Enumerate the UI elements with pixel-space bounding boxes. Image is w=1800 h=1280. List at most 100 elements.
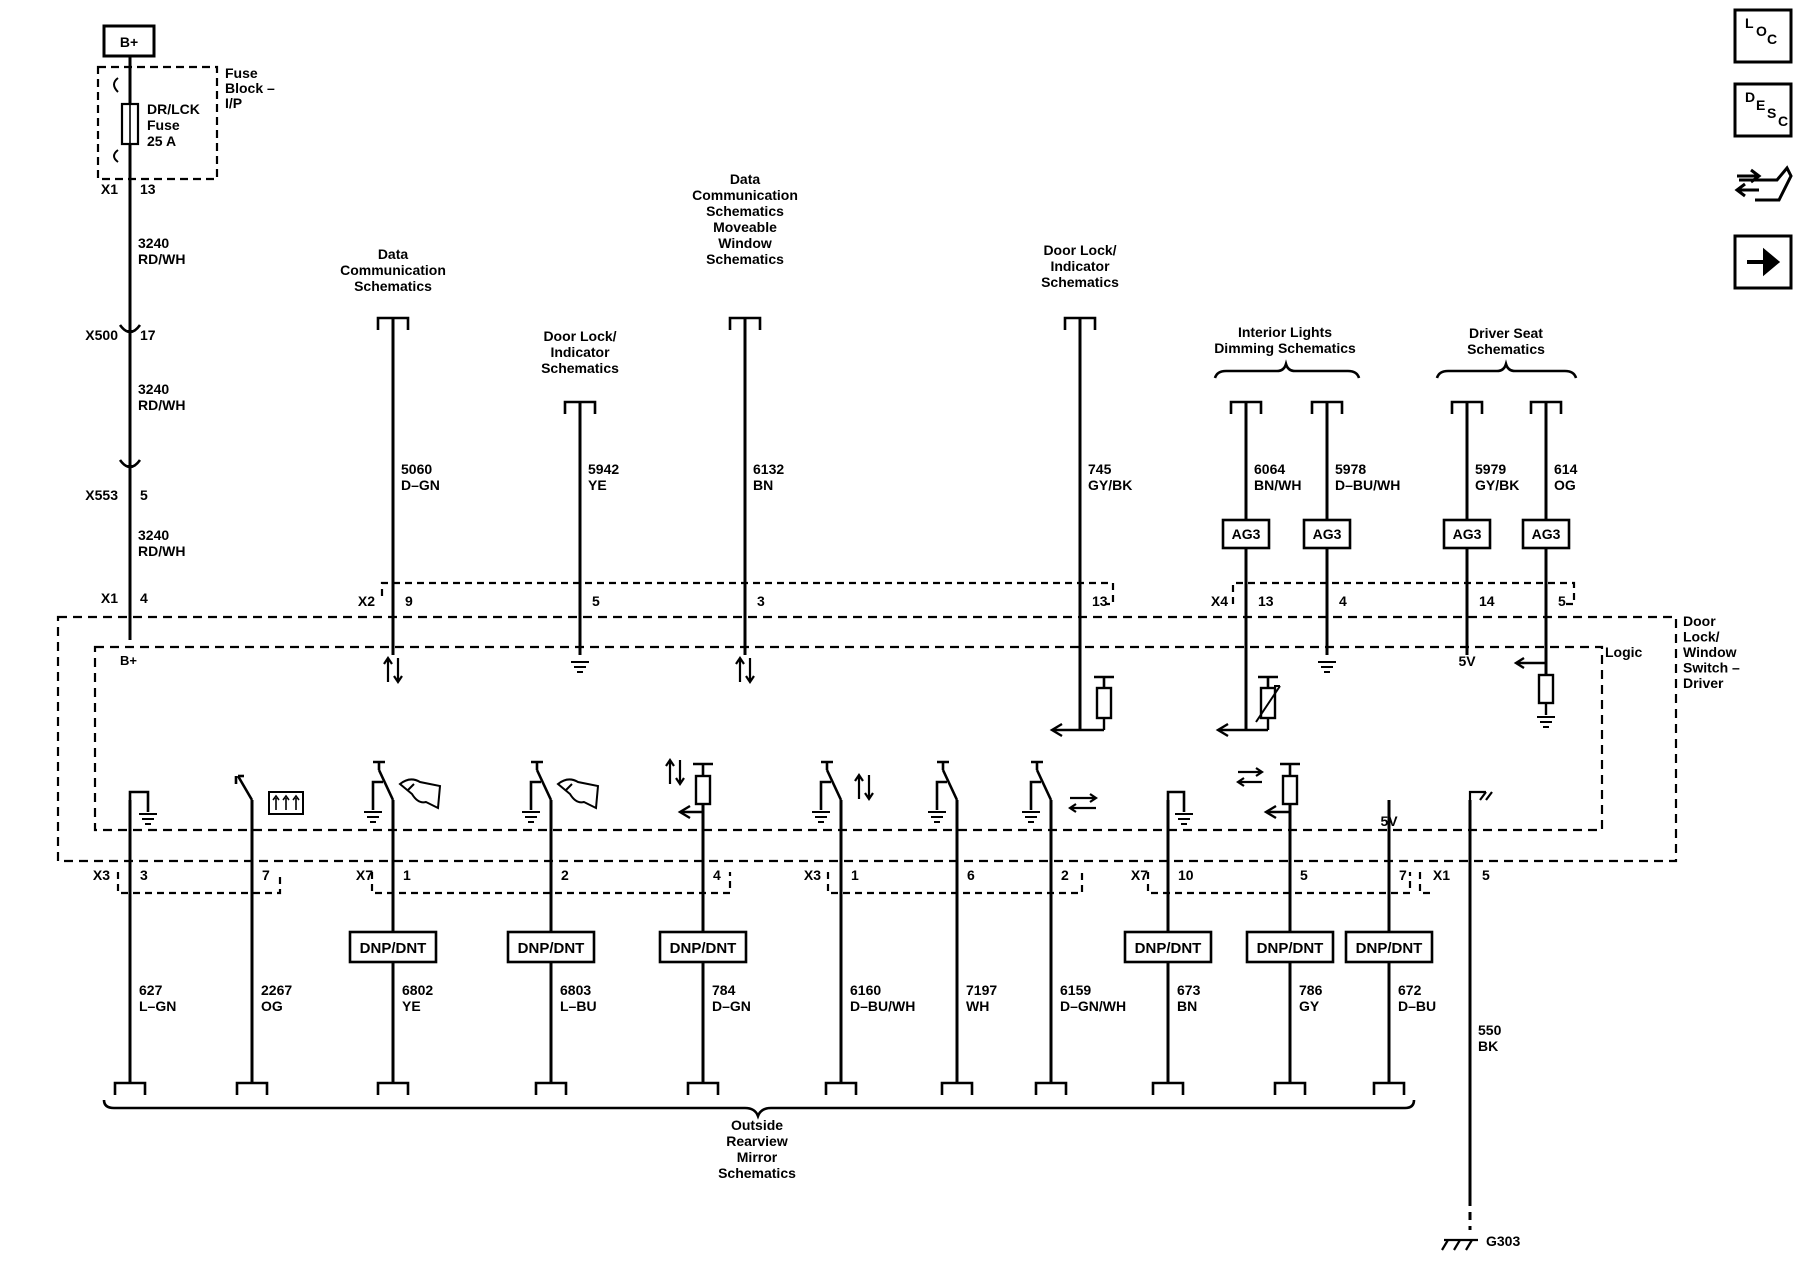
- resistor-icon: [1095, 686, 1113, 720]
- connector-pin: 4: [1339, 593, 1347, 609]
- connector-pin: 13: [1092, 593, 1108, 609]
- connector-name: X7: [356, 867, 373, 883]
- reference-label: Schematics: [354, 278, 432, 294]
- reference-label: Communication: [692, 187, 798, 203]
- circuit-color: YE: [402, 998, 421, 1014]
- circuit-number: 784: [712, 982, 736, 998]
- pullup-icon: [1094, 675, 1114, 688]
- circuit-number: 6159: [1060, 982, 1091, 998]
- terminal-bracket: [113, 1081, 147, 1095]
- desc-icon: C: [1778, 113, 1788, 129]
- desc-icon: E: [1756, 97, 1765, 113]
- group-reference-label: Schematics: [1467, 341, 1545, 357]
- circuit-number: 6132: [753, 461, 784, 477]
- connector-pin: 1: [851, 867, 859, 883]
- desc-button[interactable]: [1733, 82, 1793, 138]
- ground-icon: [1537, 716, 1555, 728]
- fuse-block-label: Block –: [225, 80, 275, 96]
- module-name: Door: [1683, 613, 1716, 629]
- module-bplus-label: B+: [120, 653, 137, 668]
- connector-pin: 7: [1399, 867, 1407, 883]
- bidirectional-icon: [1236, 767, 1264, 787]
- circuit-number: 2267: [261, 982, 292, 998]
- ag3-tag-label: AG3: [1232, 526, 1261, 542]
- data-arrows-icon: [383, 656, 403, 684]
- reference-label: Outside: [731, 1117, 783, 1133]
- dnp-label: DNP/DNT: [518, 940, 585, 957]
- module-name: Switch –: [1683, 660, 1740, 676]
- connector-pin: 13: [140, 181, 156, 197]
- circuit-number: 6803: [560, 982, 591, 998]
- ground-point-icon: [1441, 1238, 1478, 1251]
- circuit-number: 5942: [588, 461, 619, 477]
- switch-blade: [234, 775, 254, 801]
- data-arrows-icon: [735, 656, 755, 684]
- connector-pin: 5: [1482, 867, 1490, 883]
- dnp-label: DNP/DNT: [670, 940, 737, 957]
- connector-pin: 10: [1178, 867, 1194, 883]
- reference-label: Schematics: [706, 203, 784, 219]
- circuit-color: GY: [1299, 998, 1320, 1014]
- reference-label: Schematics: [541, 360, 619, 376]
- pullup-icon: [693, 762, 713, 776]
- dnp-label: DNP/DNT: [1135, 940, 1202, 957]
- reference-label: Mirror: [737, 1149, 778, 1165]
- connector-pin: 4: [713, 867, 721, 883]
- circuit-number: 5978: [1335, 461, 1366, 477]
- ground-icon: [364, 811, 382, 823]
- reference-label: Data: [730, 171, 761, 187]
- circuit-color: L–BU: [560, 998, 597, 1014]
- circuit-number: 5979: [1475, 461, 1506, 477]
- reference-label: Indicator: [1050, 258, 1110, 274]
- mirror-unfold-icon: [556, 778, 600, 810]
- terminal-bracket: [534, 1081, 568, 1095]
- fuse-name: Fuse: [147, 117, 180, 133]
- connector-pin: 5: [592, 593, 600, 609]
- ground-icon: [522, 811, 540, 823]
- terminal-bracket: [940, 1081, 974, 1095]
- reference-label: Door Lock/: [1043, 242, 1116, 258]
- logic-label: Logic: [1605, 644, 1643, 660]
- reference-label: Door Lock/: [543, 328, 616, 344]
- loc-button[interactable]: [1733, 8, 1793, 64]
- circuit-number: 5060: [401, 461, 432, 477]
- circuit-number: 673: [1177, 982, 1201, 998]
- circuit-color: RD/WH: [138, 397, 185, 413]
- connector-pin: 4: [140, 590, 148, 606]
- module-name: Driver: [1683, 675, 1724, 691]
- connector-end-view-icon: [1739, 165, 1793, 202]
- module-name: Lock/: [1683, 629, 1720, 645]
- dnp-tag: [658, 930, 748, 964]
- circuit-color: D–BU/WH: [1335, 477, 1400, 493]
- connector-name: X2: [358, 593, 375, 609]
- fuse-name: DR/LCK: [147, 101, 200, 117]
- connector-pin: 13: [1258, 593, 1274, 609]
- loc-icon: O: [1756, 23, 1767, 39]
- circuit-number: 7197: [966, 982, 997, 998]
- loc-icon: L: [1745, 15, 1754, 31]
- circuit-color: OG: [261, 998, 283, 1014]
- circuit-color: BN: [1177, 998, 1197, 1014]
- connector-pin: 14: [1479, 593, 1495, 609]
- connector-pin: 5: [1558, 593, 1566, 609]
- variable-resistor-arrow: [1255, 685, 1281, 723]
- circuit-color: D–GN: [712, 998, 751, 1014]
- connector-end-view-button[interactable]: [1735, 158, 1791, 210]
- terminal-bracket: [376, 1081, 410, 1095]
- desc-icon: S: [1767, 105, 1776, 121]
- ground-icon: [1022, 811, 1040, 823]
- dnp-label: DNP/DNT: [1257, 940, 1324, 957]
- ag3-tag: [1521, 518, 1571, 550]
- module-outline: [56, 615, 1678, 863]
- connector-pin: 2: [1061, 867, 1069, 883]
- dnp-tag: [1123, 930, 1213, 964]
- ground-icon: [1175, 813, 1193, 825]
- circuit-color: D–BU/WH: [850, 998, 915, 1014]
- connector-name: X3: [804, 867, 821, 883]
- arrow-icon: [1049, 722, 1063, 738]
- window-switch-contact: [819, 780, 831, 810]
- reference-label: Schematics: [706, 251, 784, 267]
- dnp-label: DNP/DNT: [360, 940, 427, 957]
- reference-label: Communication: [340, 262, 446, 278]
